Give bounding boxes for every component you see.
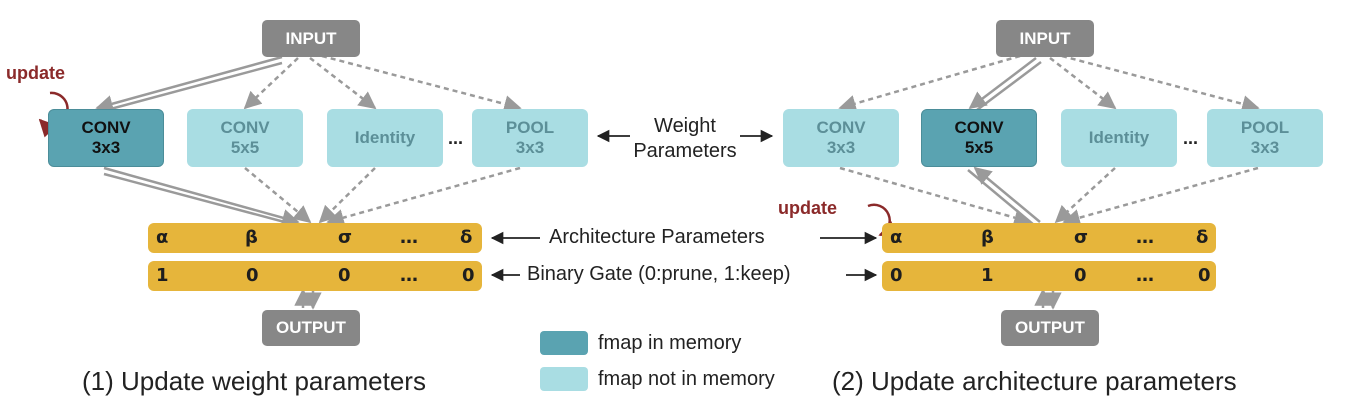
ops-to-params-dashed-p2 (839, 166, 1259, 227)
op-conv5x5: CONV 5x5 (187, 109, 303, 167)
binary-gate-bar: 1 0 0 … 0 (148, 261, 482, 291)
input-label: INPUT (285, 28, 337, 48)
arch-param-sigma: σ (1074, 227, 1089, 248)
caption: (2) Update architecture parameters (832, 366, 1237, 396)
active-op-to-params-p1 (103, 166, 300, 227)
input-label: INPUT (1019, 28, 1071, 48)
gate-value: 0 (1198, 265, 1211, 286)
legend-swatch-in-memory (540, 331, 588, 355)
op-label: Identity (1088, 128, 1150, 148)
input-to-active-op-p2 (968, 57, 1042, 111)
output-box: OUTPUT (262, 310, 360, 346)
more-ops-ellipsis: ... (448, 128, 464, 148)
weight-parameters-label: Weight Parameters (633, 115, 737, 162)
update-label: update (778, 198, 838, 218)
op-conv3x3: CONV 3x3 (48, 109, 164, 167)
output-label: OUTPUT (276, 318, 346, 338)
op-conv5x5: CONV 5x5 (921, 109, 1037, 167)
op-pool3x3: POOL 3x3 (472, 109, 588, 167)
gate-value: 1 (981, 265, 994, 286)
legend-label-in-memory: fmap in memory (598, 332, 742, 354)
input-box: INPUT (996, 20, 1094, 57)
gate-output-arrows-p1 (294, 288, 322, 310)
legend-swatch-not-in-memory (540, 367, 588, 391)
arch-param-sigma: σ (338, 227, 353, 248)
arch-param-delta: δ (1196, 227, 1209, 248)
active-op-to-params-p2 (967, 166, 1041, 226)
architecture-parameters-label: Architecture Parameters (549, 226, 765, 248)
arch-param-beta: β (245, 227, 258, 248)
legend-label-not-in-memory: fmap not in memory (598, 368, 775, 390)
op-conv3x3: CONV 3x3 (783, 109, 899, 167)
more-ops-ellipsis: ... (1183, 128, 1199, 148)
gate-value: … (1136, 265, 1154, 286)
update-label: update (6, 63, 66, 83)
gate-value: 0 (338, 265, 351, 286)
gate-value: 0 (890, 265, 903, 286)
op-label: POOL 3x3 (505, 118, 555, 157)
binary-gate-label: Binary Gate (0:prune, 1:keep) (527, 263, 791, 285)
input-to-ops-dashed-p2 (838, 54, 1260, 113)
output-box: OUTPUT (1001, 310, 1099, 346)
arch-param-delta: δ (460, 227, 473, 248)
input-to-ops-dashed-p1 (243, 54, 522, 113)
arch-param-beta: β (981, 227, 994, 248)
gate-output-arrows-p2 (1034, 288, 1062, 310)
op-label: CONV 3x3 (81, 118, 131, 157)
op-label: POOL 3x3 (1240, 118, 1290, 157)
arch-param-ellipsis: … (400, 227, 418, 248)
op-label: CONV 5x5 (220, 118, 270, 157)
gate-value: 0 (246, 265, 259, 286)
arch-param-ellipsis: … (1136, 227, 1154, 248)
gate-value: 0 (462, 265, 475, 286)
gate-value: 0 (1074, 265, 1087, 286)
op-label: CONV 5x5 (954, 118, 1004, 157)
input-box: INPUT (262, 20, 360, 57)
caption: (1) Update weight parameters (82, 366, 426, 396)
ops-to-params-dashed-p1 (244, 166, 521, 227)
gate-value: 1 (156, 265, 169, 286)
gate-value: … (400, 265, 418, 286)
center-label-arrows (490, 129, 878, 282)
arch-param-alpha: α (156, 227, 169, 248)
op-label: CONV 3x3 (816, 118, 866, 157)
architecture-params-bar: α β σ … δ (148, 223, 482, 253)
op-label: Identity (354, 128, 416, 148)
arch-param-alpha: α (890, 227, 903, 248)
op-identity: Identity (1061, 109, 1177, 167)
output-label: OUTPUT (1015, 318, 1085, 338)
op-identity: Identity (327, 109, 443, 167)
architecture-params-bar: α β σ … δ (882, 223, 1216, 253)
input-to-active-op-p1 (95, 55, 283, 113)
op-pool3x3: POOL 3x3 (1207, 109, 1323, 167)
binary-gate-bar: 0 1 0 … 0 (882, 261, 1216, 291)
